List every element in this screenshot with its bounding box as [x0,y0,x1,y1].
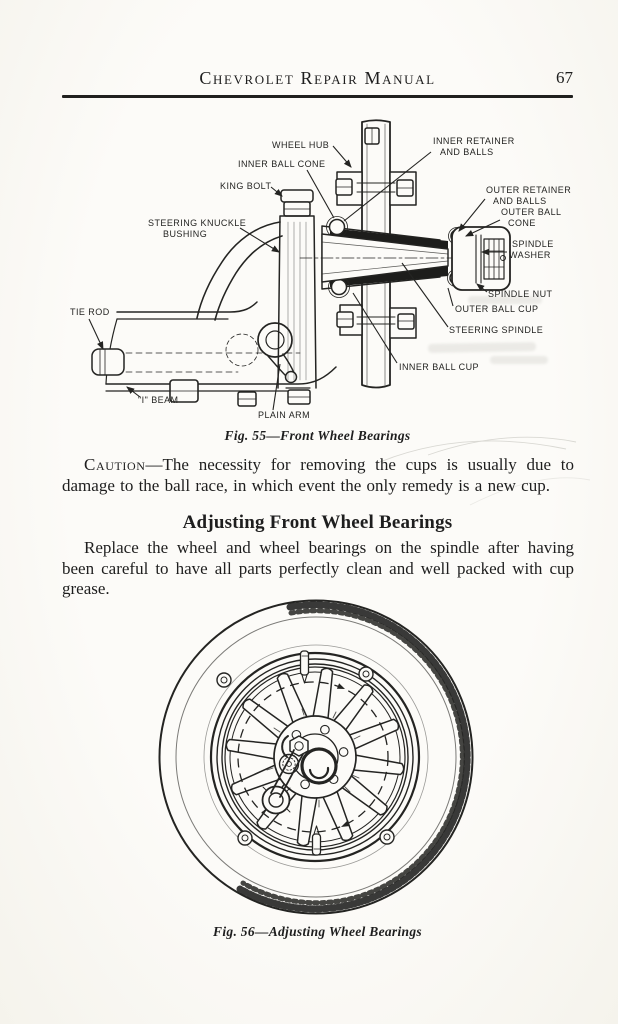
adjustment-dashed-circle [237,681,389,833]
label-inner-retainer-2: AND BALLS [440,147,494,157]
label-spindle-washer-2: WASHER [509,250,551,260]
spindle-nut-housing [451,226,511,291]
caution-paragraph: Caution—The necessity for removing the c… [62,455,574,496]
caution-text: —The necessity for removing the cups is … [62,455,574,495]
header-divider-rule [62,95,573,98]
label-outer-retainer-1: OUTER RETAINER [486,185,571,195]
steering-knuckle [196,189,317,405]
label-steering-knuckle-bushing-1: STEERING KNUCKLE [148,218,246,228]
hub-drum [321,225,448,290]
label-king-bolt: KING BOLT [220,181,271,191]
label-spindle-nut: SPINDLE NUT [488,289,553,299]
scan-bleed-smudges [428,296,548,364]
label-outer-ball-cone-2: CONE [508,218,536,228]
label-outer-ball-cone-1: OUTER BALL [501,207,562,217]
wheel-rim [216,658,414,856]
label-outer-ball-cup: OUTER BALL CUP [455,304,539,314]
fig55-leader-lines [88,145,507,411]
label-steering-knuckle-bushing-2: BUSHING [163,229,207,239]
steering-spindle-shaft [299,233,473,283]
tie-rod-end [91,348,125,376]
section-heading: Adjusting Front Wheel Bearings [182,512,453,533]
label-outer-retainer-2: AND BALLS [493,196,547,206]
fig56-caption: Fig. 56—Adjusting Wheel Bearings [213,924,422,939]
label-tie-rod: TIE ROD [70,307,110,317]
label-inner-ball-cup: INNER BALL CUP [399,362,479,372]
body-paragraph-text: Replace the wheel and wheel bearings on … [62,538,574,599]
label-i-beam: "I" BEAM [138,395,179,405]
rim-lug-bolts [216,666,395,846]
bearing-balls [326,216,466,298]
fig55-caption: Fig. 55—Front Wheel Bearings [224,428,411,443]
label-spindle-washer-1: SPINDLE [512,239,554,249]
wheel-tire [158,599,474,915]
wheel-spokes [224,667,406,848]
axle-clip-nuts [169,379,257,407]
plain-arm [257,322,298,384]
wrench [261,735,304,815]
label-plain-arm: PLAIN ARM [258,410,310,420]
rotation-arrow-top [336,683,345,689]
fig56-diagram [158,599,474,915]
wheel-hub-plank [361,119,391,389]
body-paragraph: Replace the wheel and wheel bearings on … [62,538,574,600]
fig55-diagram: WHEEL HUB INNER BALL CONE KING BOLT STEE… [70,119,571,420]
rotation-arrow-bottom [341,820,350,827]
fig55-part-labels: WHEEL HUB INNER BALL CONE KING BOLT STEE… [70,136,571,420]
caution-label: Caution [84,455,146,474]
axle-i-beam [105,301,337,392]
label-steering-spindle: STEERING SPINDLE [449,325,543,335]
label-wheel-hub: WHEEL HUB [272,140,329,150]
label-inner-ball-cone: INNER BALL CONE [238,159,325,169]
page-number: 67 [556,68,573,87]
page-title: Chevrolet Repair Manual [199,68,436,88]
wheel-hub-center [266,708,361,808]
label-inner-retainer-1: INNER RETAINER [433,136,515,146]
hub-flange-bolts [335,171,417,339]
valve-stems [299,650,322,856]
